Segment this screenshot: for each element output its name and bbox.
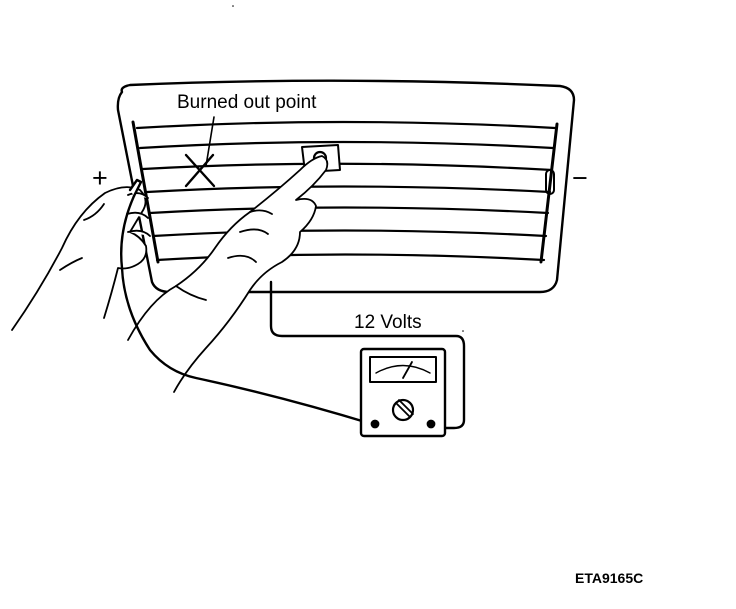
- rear-window-glass: [118, 81, 574, 292]
- right-hand: [128, 156, 327, 392]
- positive-lead-wire: [121, 196, 372, 424]
- negative-terminal: [546, 170, 554, 194]
- heater-grid-lines: [137, 122, 555, 260]
- voltmeter: [361, 349, 445, 436]
- positive-terminal-label: +: [92, 163, 108, 193]
- left-hand: [12, 187, 150, 330]
- burned-out-point-mark: [186, 117, 214, 186]
- figure-code: ETA9165C: [575, 570, 644, 586]
- negative-lead-wire: [271, 282, 464, 428]
- positive-probe: [130, 180, 141, 196]
- burned-out-point-label: Burned out point: [177, 92, 317, 113]
- negative-terminal-label: −: [572, 163, 588, 193]
- voltage-label: 12 Volts: [354, 312, 422, 333]
- left-bus-bar: [133, 122, 158, 262]
